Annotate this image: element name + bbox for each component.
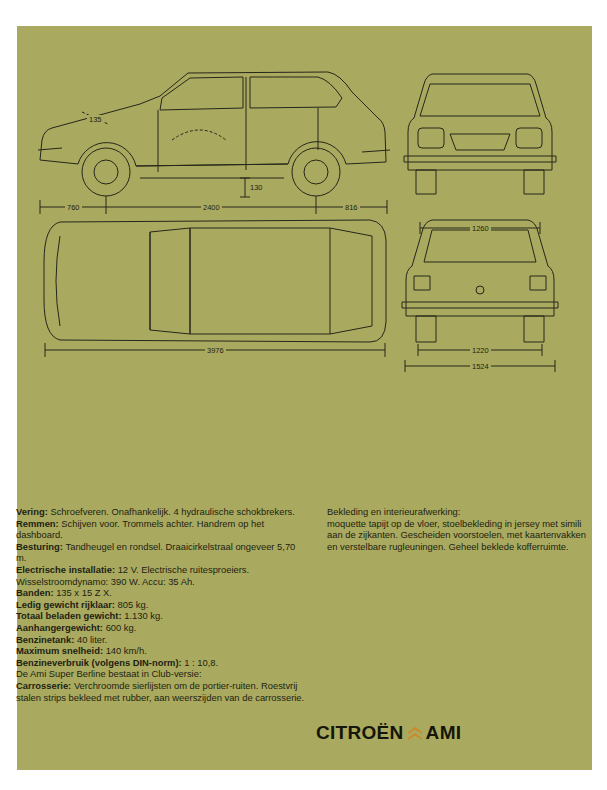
spec-column: Vering:Schroefveren. Onafhankelijk. 4 hy… xyxy=(16,506,308,703)
top-body xyxy=(44,220,386,342)
spec-paragraph: Maximum snelheid:140 km/h. xyxy=(16,645,308,657)
windscreen xyxy=(420,84,540,116)
dimension-label: 3976 xyxy=(205,346,226,355)
spec-paragraph: Remmen:Schijven voor. Trommels achter. H… xyxy=(16,518,308,541)
model-name: AMI xyxy=(426,722,462,744)
rear-lamp-left xyxy=(414,276,430,290)
spec-text: 1.130 kg. xyxy=(124,610,163,621)
rear-track-dimension xyxy=(418,344,542,356)
front-bumper xyxy=(404,156,556,162)
rear-lamp-right xyxy=(530,276,546,290)
double-chevron xyxy=(407,726,423,740)
spec-heading: Aanhangergewicht: xyxy=(16,622,103,633)
spec-text: 135 x 15 Z X. xyxy=(56,587,112,598)
dimension-label: 1220 xyxy=(470,346,491,355)
grille xyxy=(450,134,510,150)
spec-text: Schroefveren. Onafhankelijk. 4 hydraulis… xyxy=(50,506,294,517)
spec-heading: Benzineverbruik (volgens DIN-norm): xyxy=(16,657,182,668)
spec-heading: Carrosserie: xyxy=(16,680,71,691)
spec-paragraph: Besturing:Tandheugel en rondsel. Draaici… xyxy=(16,541,308,564)
spec-text: 1 : 10,8. xyxy=(184,657,218,668)
spec-paragraph: Totaal beladen gewicht:1.130 kg. xyxy=(16,610,308,622)
dimension-label: 760 xyxy=(65,203,82,212)
spec-paragraph: Ledig gewicht rijklaar:805 kg. xyxy=(16,599,308,611)
spec-text: Bekleding en interieurafwerking: xyxy=(327,506,460,517)
roof xyxy=(190,228,330,334)
rear-badge xyxy=(476,286,484,294)
side-view xyxy=(38,72,390,214)
windscreen-top xyxy=(150,228,190,334)
top-view xyxy=(44,220,386,357)
rear-screen xyxy=(330,228,372,334)
dimension-label: 816 xyxy=(343,203,360,212)
spec-paragraph: De Ami Super Berline bestaat in Club-ver… xyxy=(16,668,308,680)
rear-wheel xyxy=(292,148,340,196)
front-wheel-right xyxy=(524,170,544,194)
spec-heading: Electrische installatie: xyxy=(16,564,115,575)
spec-heading: Banden: xyxy=(16,587,54,598)
spec-paragraph: moquette tapijt op de vloer, stoelbekled… xyxy=(327,518,589,553)
dimension-label: 130 xyxy=(248,183,265,192)
rear-wheel-right xyxy=(524,316,544,342)
spec-column: Bekleding en interieurafwerking:moquette… xyxy=(327,506,589,552)
spec-paragraph: Carrosserie:Verchroomde sierlijsten om d… xyxy=(16,680,308,703)
headlamp-left xyxy=(418,128,444,148)
brand-logo: CITROËN AMI xyxy=(316,722,461,744)
rear-view xyxy=(402,220,558,372)
dimension-label: 135 xyxy=(87,115,104,124)
dimension-label: 2400 xyxy=(201,203,222,212)
dimension-label: 1524 xyxy=(470,362,491,371)
spec-paragraph: Bekleding en interieurafwerking: xyxy=(327,506,589,518)
spec-paragraph: Electrische installatie:12 V. Electrisch… xyxy=(16,564,308,587)
front-hub xyxy=(94,160,118,184)
door-lines xyxy=(158,77,318,172)
spec-text: 140 km/h. xyxy=(106,645,147,656)
spec-text: De Ami Super Berline bestaat in Club-ver… xyxy=(16,668,202,679)
track-dimension xyxy=(420,222,540,234)
chevron xyxy=(408,733,422,740)
spec-paragraph: Benzinetank:40 liter. xyxy=(16,634,308,646)
spec-heading: Maximum snelheid: xyxy=(16,645,103,656)
rear-window xyxy=(250,77,342,108)
spec-heading: Ledig gewicht rijklaar: xyxy=(16,599,115,610)
spec-text: 600 kg. xyxy=(106,622,137,633)
length-dimension-top xyxy=(45,343,385,357)
spec-heading: Remmen: xyxy=(16,518,59,529)
bumpers xyxy=(38,148,390,152)
dimension-label: 1260 xyxy=(470,224,491,233)
front-wheel-left xyxy=(416,170,436,194)
headlamp-right xyxy=(516,128,542,148)
width-dimension xyxy=(405,360,555,372)
spec-text: 40 liter. xyxy=(77,634,107,645)
spec-paragraph: Benzineverbruik (volgens DIN-norm):1 : 1… xyxy=(16,657,308,669)
spec-heading: Besturing: xyxy=(16,541,63,552)
spec-heading: Vering: xyxy=(16,506,48,517)
body-outline xyxy=(40,72,386,166)
brand-name: CITROËN xyxy=(316,722,404,744)
rear-wheel-left xyxy=(416,316,436,342)
chevron xyxy=(408,727,422,734)
spec-heading: Totaal beladen gewicht: xyxy=(16,610,122,621)
rear-hub xyxy=(304,160,328,184)
rear-bumper xyxy=(402,302,558,308)
spec-text: 805 kg. xyxy=(118,599,149,610)
length-dimension xyxy=(40,196,387,214)
rear-window-back xyxy=(424,230,536,262)
spec-paragraph: Banden:135 x 15 Z X. xyxy=(16,587,308,599)
spec-text: moquette tapijt op de vloer, stoelbekled… xyxy=(327,518,586,552)
sill xyxy=(136,164,288,178)
spec-paragraph: Vering:Schroefveren. Onafhankelijk. 4 hy… xyxy=(16,506,308,518)
spec-paragraph: Aanhangergewicht:600 kg. xyxy=(16,622,308,634)
interior-lines xyxy=(82,112,226,140)
spec-heading: Benzinetank: xyxy=(16,634,74,645)
front-wheel xyxy=(82,148,130,196)
hood-lines xyxy=(56,232,150,330)
front-window xyxy=(160,77,243,110)
front-view xyxy=(404,74,556,234)
